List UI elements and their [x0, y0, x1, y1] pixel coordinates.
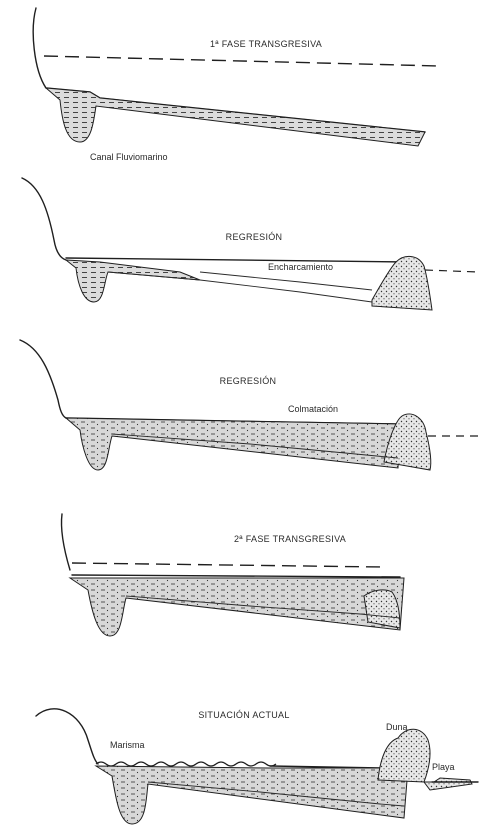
panel-5-marsh-surface [96, 762, 276, 766]
panel-2-label-encharcamiento: Encharcamiento [268, 262, 333, 272]
panel-2-water-surface [66, 258, 410, 262]
panel-4-title: 2ª FASE TRANSGRESIVA [234, 534, 346, 544]
panel-2-cliff-profile [22, 178, 66, 260]
panel-5-present-situation: SITUACIÓN ACTUAL Marisma Duna Playa [36, 709, 478, 824]
panel-3-label-colmatacion: Colmatación [288, 404, 338, 414]
panel-5-label-duna: Duna [386, 722, 408, 732]
panel-1-fill-sediment [46, 88, 425, 146]
panel-4-infill-sediment [70, 578, 404, 636]
panel-3-infill-sediment [66, 418, 400, 470]
panel-5-label-marisma: Marisma [110, 740, 145, 750]
panel-1-sea-level-line [44, 56, 440, 66]
panel-5-cliff-profile [36, 709, 98, 764]
panel-3-cliff-profile [20, 340, 66, 418]
panel-5-title: SITUACIÓN ACTUAL [198, 710, 289, 720]
panel-4-sea-level-line [72, 563, 382, 567]
panel-1-title: 1ª FASE TRANSGRESIVA [210, 39, 322, 49]
panel-2-sea-level-line [425, 270, 478, 272]
panel-3-regression: REGRESIÓN Colmatación [20, 340, 478, 470]
panel-1-label-canal: Canal Fluviomarino [90, 152, 168, 162]
panel-2-title: REGRESIÓN [226, 232, 283, 242]
panel-5-beach [424, 778, 472, 790]
panel-5-label-playa: Playa [432, 762, 455, 772]
panel-1-transgression: 1ª FASE TRANSGRESIVA Canal Fluviomarino [33, 8, 440, 162]
panel-4-transgression: 2ª FASE TRANSGRESIVA [61, 514, 404, 636]
panel-4-upper-surface [72, 575, 400, 577]
panel-3-barrier-dune [384, 414, 431, 470]
panel-2-ponding-layer [200, 272, 372, 290]
panel-2-channel-fill [66, 260, 200, 302]
panel-4-cliff-profile [61, 514, 70, 570]
panel-2-regression: REGRESIÓN Encharcamiento [22, 178, 478, 310]
panel-5-dune [378, 729, 430, 782]
panel-4-submerged-barrier [364, 590, 400, 628]
panel-2-barrier-dune [372, 256, 432, 310]
panel-5-infill-sediment [96, 766, 408, 824]
panel-3-title: REGRESIÓN [220, 376, 277, 386]
